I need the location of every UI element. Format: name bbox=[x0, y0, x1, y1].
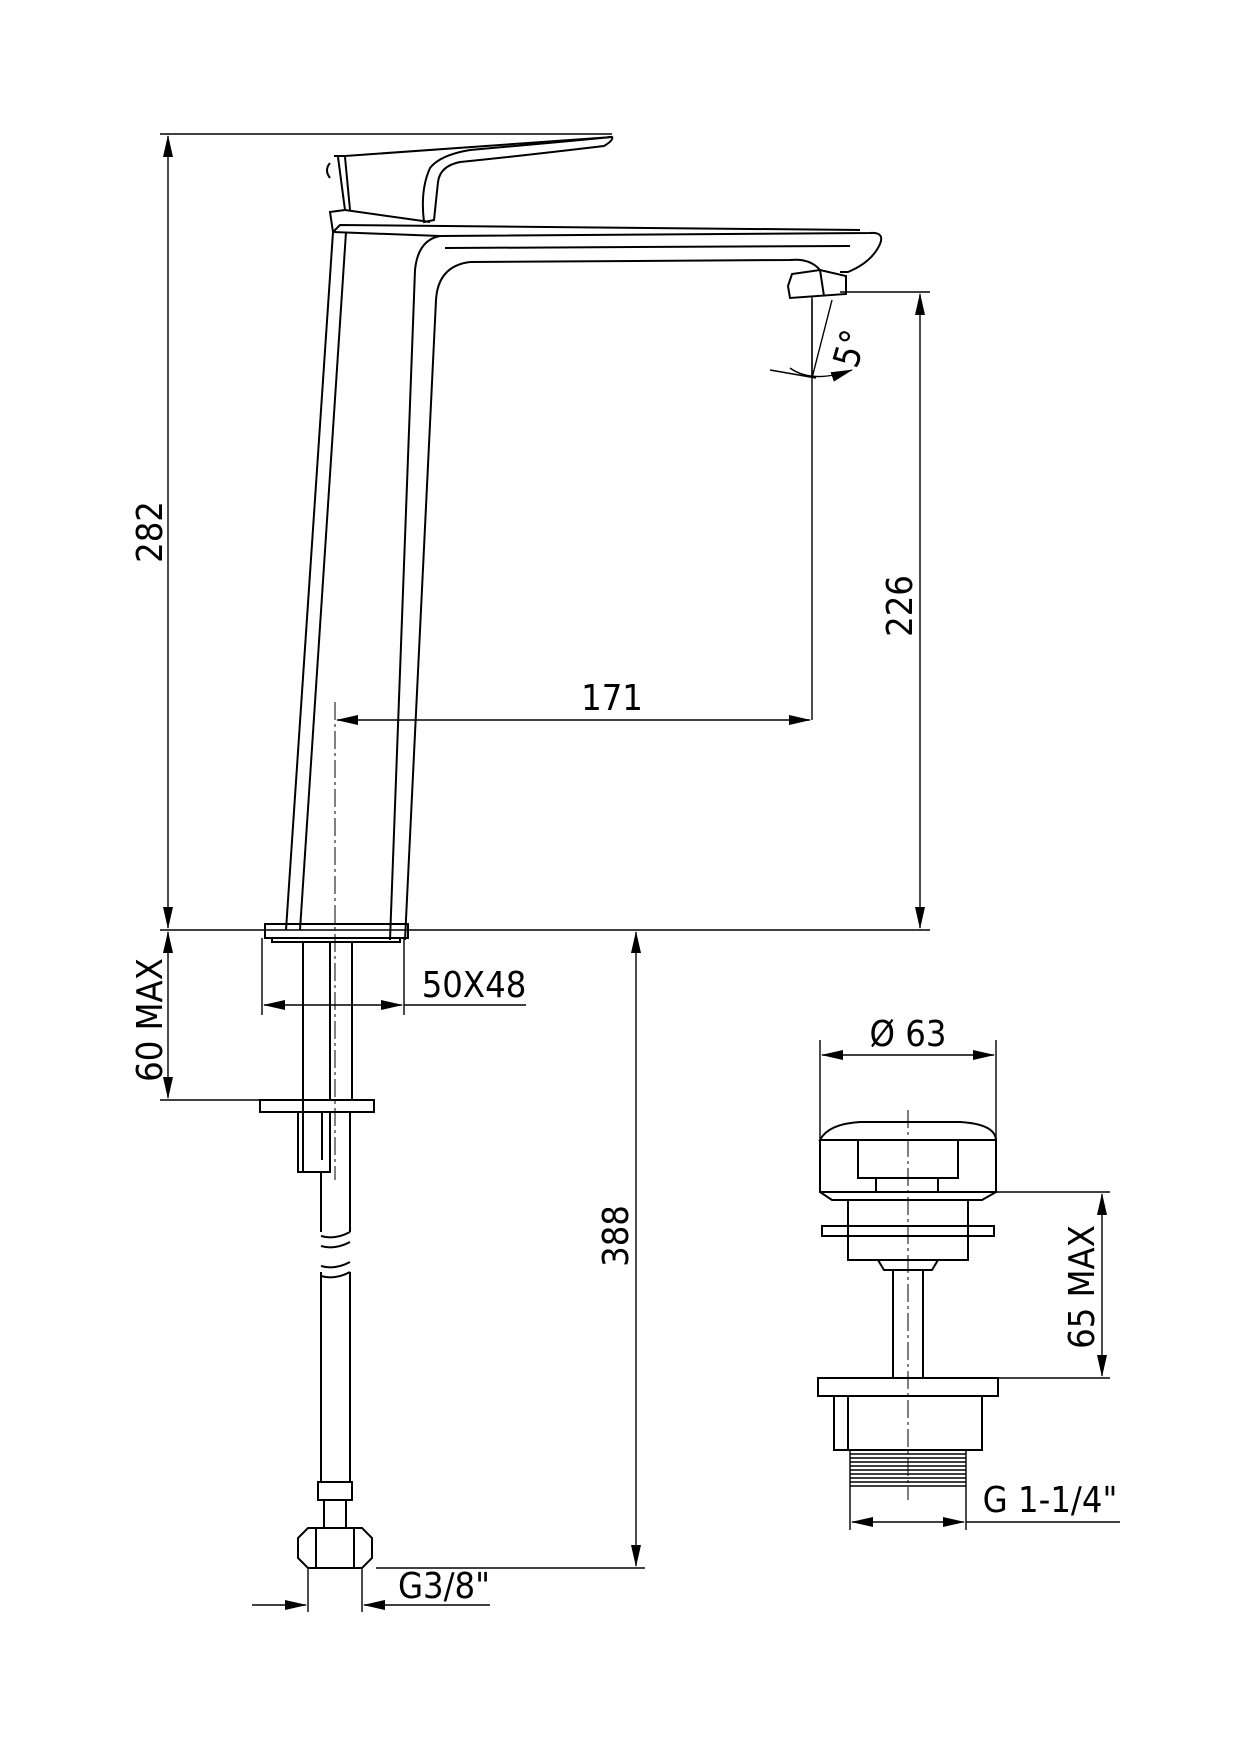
lever-handle bbox=[334, 137, 612, 222]
flex-hose bbox=[321, 1112, 350, 1482]
hose-nut bbox=[298, 1528, 372, 1568]
label-waste-thickness: 65 MAX bbox=[1062, 1225, 1103, 1349]
label-spout-reach: 171 bbox=[581, 678, 643, 719]
mounting-assembly bbox=[260, 942, 374, 1568]
dimension-labels: 282 226 171 5° 60 MAX 50X48 388 G3/8" Ø … bbox=[130, 325, 1117, 1607]
label-waste-diameter: Ø 63 bbox=[870, 1014, 947, 1055]
label-base-size: 50X48 bbox=[422, 965, 527, 1006]
extension-lines bbox=[160, 134, 1110, 1612]
waste-valve bbox=[818, 1122, 998, 1486]
center-lines bbox=[335, 702, 908, 1500]
label-hose-connection: G3/8" bbox=[398, 1566, 490, 1607]
label-hose-length: 388 bbox=[596, 1205, 637, 1267]
label-spout-angle: 5° bbox=[826, 325, 876, 372]
label-spout-height: 226 bbox=[880, 575, 921, 637]
label-waste-thread: G 1-1/4" bbox=[983, 1480, 1118, 1521]
waste-body bbox=[818, 1378, 998, 1396]
faucet-body bbox=[265, 137, 881, 942]
label-deck-thickness: 60 MAX bbox=[130, 958, 171, 1082]
waste-cap bbox=[820, 1122, 996, 1140]
spout bbox=[333, 232, 881, 272]
label-total-height: 282 bbox=[130, 501, 171, 563]
base bbox=[265, 924, 408, 938]
dimension-lines bbox=[163, 135, 1120, 1610]
aerator bbox=[788, 270, 846, 298]
